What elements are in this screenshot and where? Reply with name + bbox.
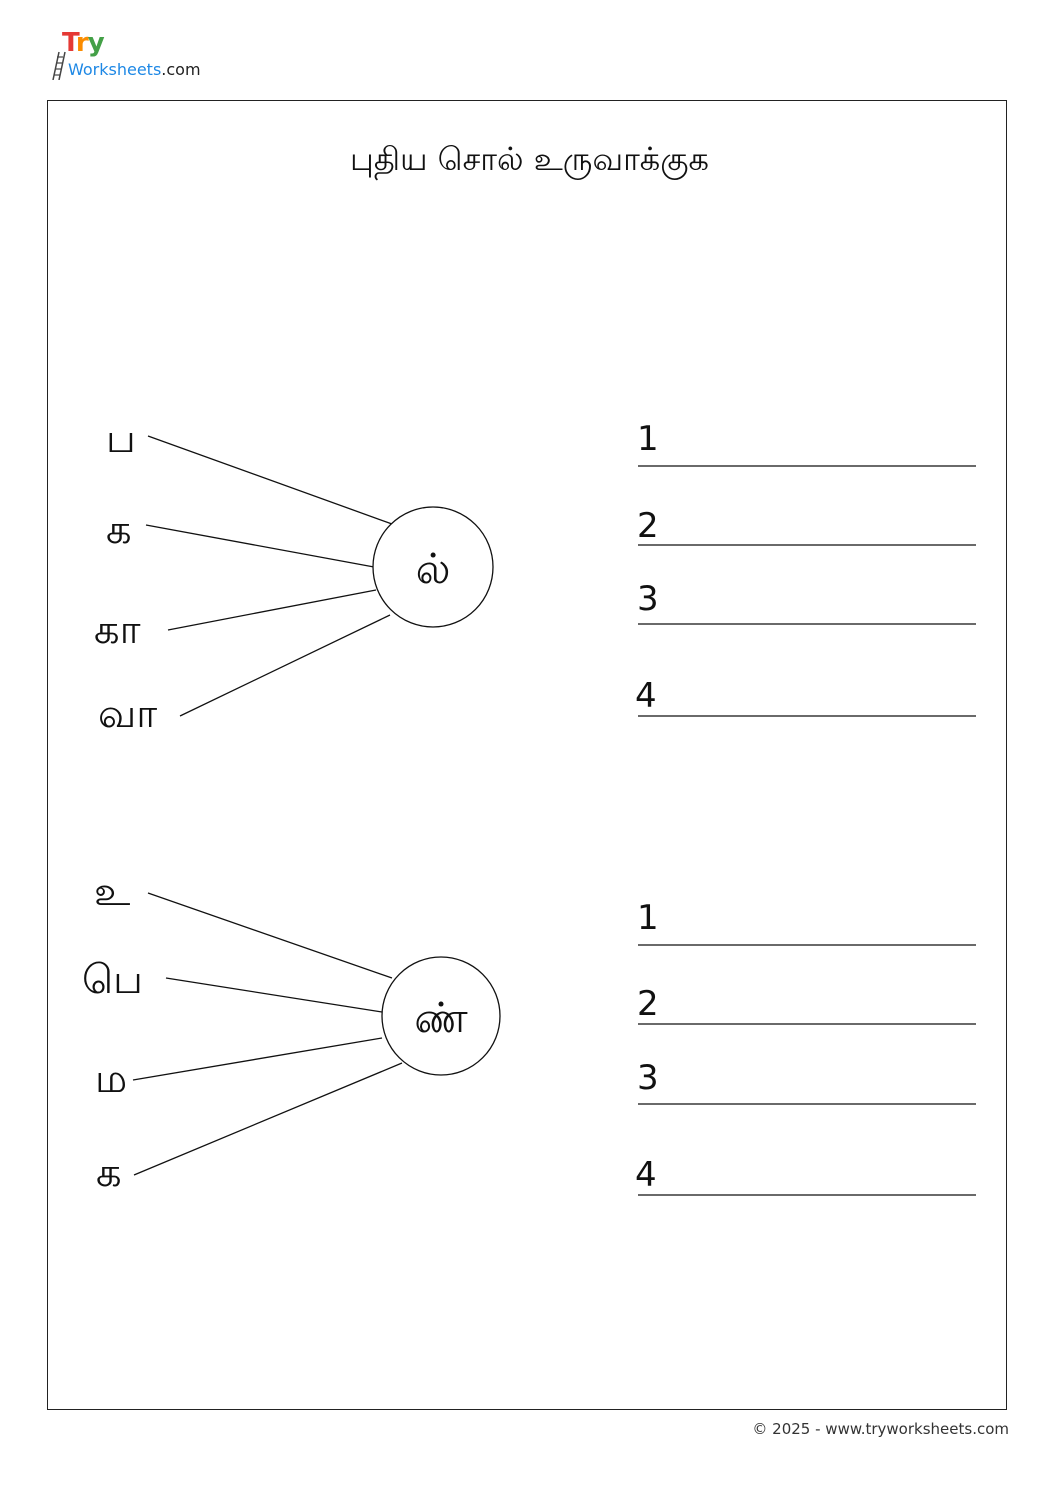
connector-line	[179, 614, 391, 717]
letter-item: கா	[94, 607, 141, 653]
answer-number: 4	[635, 1155, 657, 1195]
connector-line	[167, 589, 377, 631]
answer-number: 3	[637, 1058, 659, 1098]
answer-number: 4	[635, 676, 657, 716]
answer-number: 3	[637, 579, 659, 619]
connector-line	[133, 1062, 403, 1176]
answer-number: 1	[637, 898, 659, 938]
answer-number: 2	[637, 984, 659, 1024]
connector-line	[147, 435, 393, 525]
letter-item: உ	[94, 869, 130, 915]
center-letter: ண்	[414, 993, 468, 1042]
letter-item: வா	[98, 691, 157, 737]
letter-item: க	[96, 1150, 122, 1196]
footer-copyright: © 2025 - www.tryworksheets.com	[752, 1420, 1009, 1438]
letter-item: ம	[95, 1056, 127, 1102]
center-circle	[381, 956, 501, 1076]
ladder-icon	[52, 51, 66, 80]
connector-line	[147, 892, 393, 979]
connector-line	[165, 977, 383, 1013]
answer-number: 2	[637, 506, 659, 546]
letter-item: க	[106, 507, 132, 553]
center-letter: ல்	[416, 544, 451, 593]
logo-worksheets: Worksheets.com	[68, 60, 201, 79]
logo: Try Worksheets.com	[50, 28, 230, 84]
worksheet-title: புதிய சொல் உருவாக்குக	[350, 140, 709, 178]
logo-try: Try	[62, 28, 105, 58]
worksheet-frame	[47, 100, 1007, 1410]
connector-line	[132, 1037, 383, 1081]
letter-item: பெ	[82, 957, 143, 1003]
center-circle	[372, 506, 494, 628]
letter-item: ப	[106, 416, 136, 462]
answer-number: 1	[637, 419, 659, 459]
connector-line	[145, 524, 375, 568]
